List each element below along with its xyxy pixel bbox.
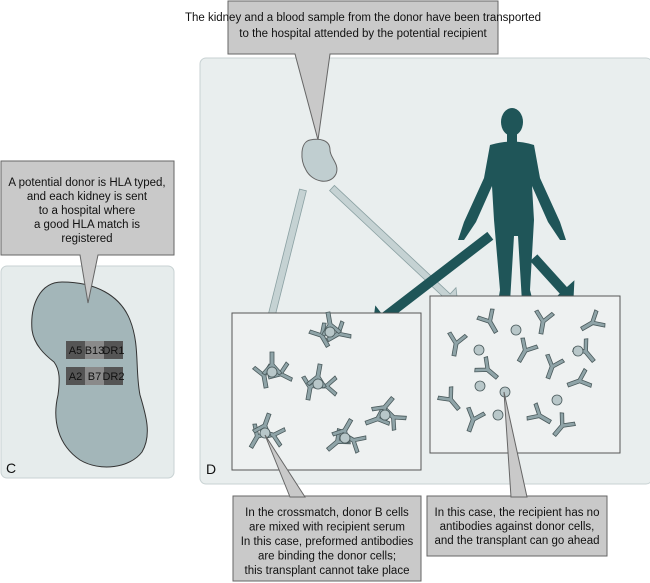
antibody-icon — [437, 386, 461, 412]
crossmatch-negative-well — [429, 295, 621, 454]
antibody-icon — [476, 308, 499, 334]
donor-cell-icon — [572, 345, 584, 357]
callout-line: The kidney and a blood sample from the d… — [185, 12, 541, 24]
panel-c-label: C — [6, 460, 16, 476]
donor-cell-icon — [312, 378, 324, 390]
positive-callout-pointer — [264, 434, 306, 498]
panel-d-label: D — [206, 461, 216, 477]
callout-line: and each kidney is sent — [27, 191, 148, 203]
antibody-icon — [580, 309, 606, 332]
hla-allele: A2 — [69, 371, 82, 383]
donor-cell-icon — [324, 326, 336, 338]
callout-line: registered — [61, 233, 112, 245]
callout-line: In this case, the recipient has no — [435, 507, 600, 519]
callout-line: and the transplant can go ahead — [435, 535, 600, 547]
antibody-icon — [552, 412, 576, 438]
hla-allele: B13 — [85, 345, 105, 357]
hla-cell — [85, 367, 104, 385]
callout-line: to a hospital where — [39, 205, 136, 217]
antibody-icon — [447, 331, 469, 357]
hla-allele: DR1 — [102, 345, 124, 357]
hla-cell — [104, 367, 123, 385]
callout-line: are mixed with recipient serum — [249, 522, 405, 534]
antibody-icon — [526, 402, 552, 425]
transported-kidney — [301, 138, 338, 182]
antibody-icon — [534, 309, 556, 335]
antibody-icon — [474, 356, 500, 380]
donor-cell-icon — [266, 366, 278, 378]
negative-callout-pointer — [503, 391, 528, 498]
hla-cell — [104, 341, 123, 359]
hla-allele: DR2 — [102, 371, 124, 383]
antibody-icon — [545, 353, 566, 380]
donor-cell-icon — [339, 432, 351, 444]
cells-and-antibodies — [248, 308, 606, 454]
recipient-figure — [458, 108, 566, 302]
positive-callout — [232, 495, 422, 582]
positive-callout-text: In the crossmatch, donor B cells are mixe… — [241, 507, 414, 577]
callout-line: to the hospital attended by the potentia… — [239, 28, 487, 40]
transport-callout — [227, 0, 499, 141]
crossmatch-positive-well — [231, 312, 422, 471]
donor-cell-icon — [551, 394, 563, 406]
donor-cell-icon — [473, 344, 485, 356]
callout-line: A potential donor is HLA typed, — [8, 177, 165, 189]
callout-line: In this case, preformed antibodies — [241, 536, 414, 548]
transport-callout-text: The kidney and a blood sample from the d… — [185, 12, 541, 40]
donor-cell-icon — [492, 409, 504, 421]
negative-callout — [426, 495, 608, 557]
hla-cell — [85, 341, 104, 359]
donor-cell-icon — [379, 409, 391, 421]
donor-cell-icon — [510, 324, 522, 336]
antibody-icon — [466, 406, 487, 433]
antibody-icon — [566, 367, 593, 388]
callout-line: a good HLA match is — [34, 219, 140, 231]
hla-cell — [66, 341, 85, 359]
donor-cell-icon — [474, 380, 486, 392]
antibody-icon — [516, 337, 539, 363]
donor-cell-icon — [259, 427, 271, 439]
callout-line: are binding the donor cells; — [258, 551, 396, 563]
donor-callout-text: A potential donor is HLA typed, and each … — [8, 177, 165, 245]
hla-cell — [66, 367, 85, 385]
callout-line: antibodies against donor cells, — [440, 521, 595, 533]
donor-callout — [0, 160, 175, 304]
negative-callout-text: In this case, the recipient has no antibo… — [435, 507, 600, 547]
antibody-icon — [308, 322, 331, 348]
hla-allele: A5 — [69, 345, 82, 357]
recipient-to-right-well-arrow — [530, 254, 575, 302]
callout-line: this transplant cannot take place — [245, 565, 410, 577]
hla-allele: B7 — [88, 371, 101, 383]
callout-line: In the crossmatch, donor B cells — [245, 507, 409, 519]
